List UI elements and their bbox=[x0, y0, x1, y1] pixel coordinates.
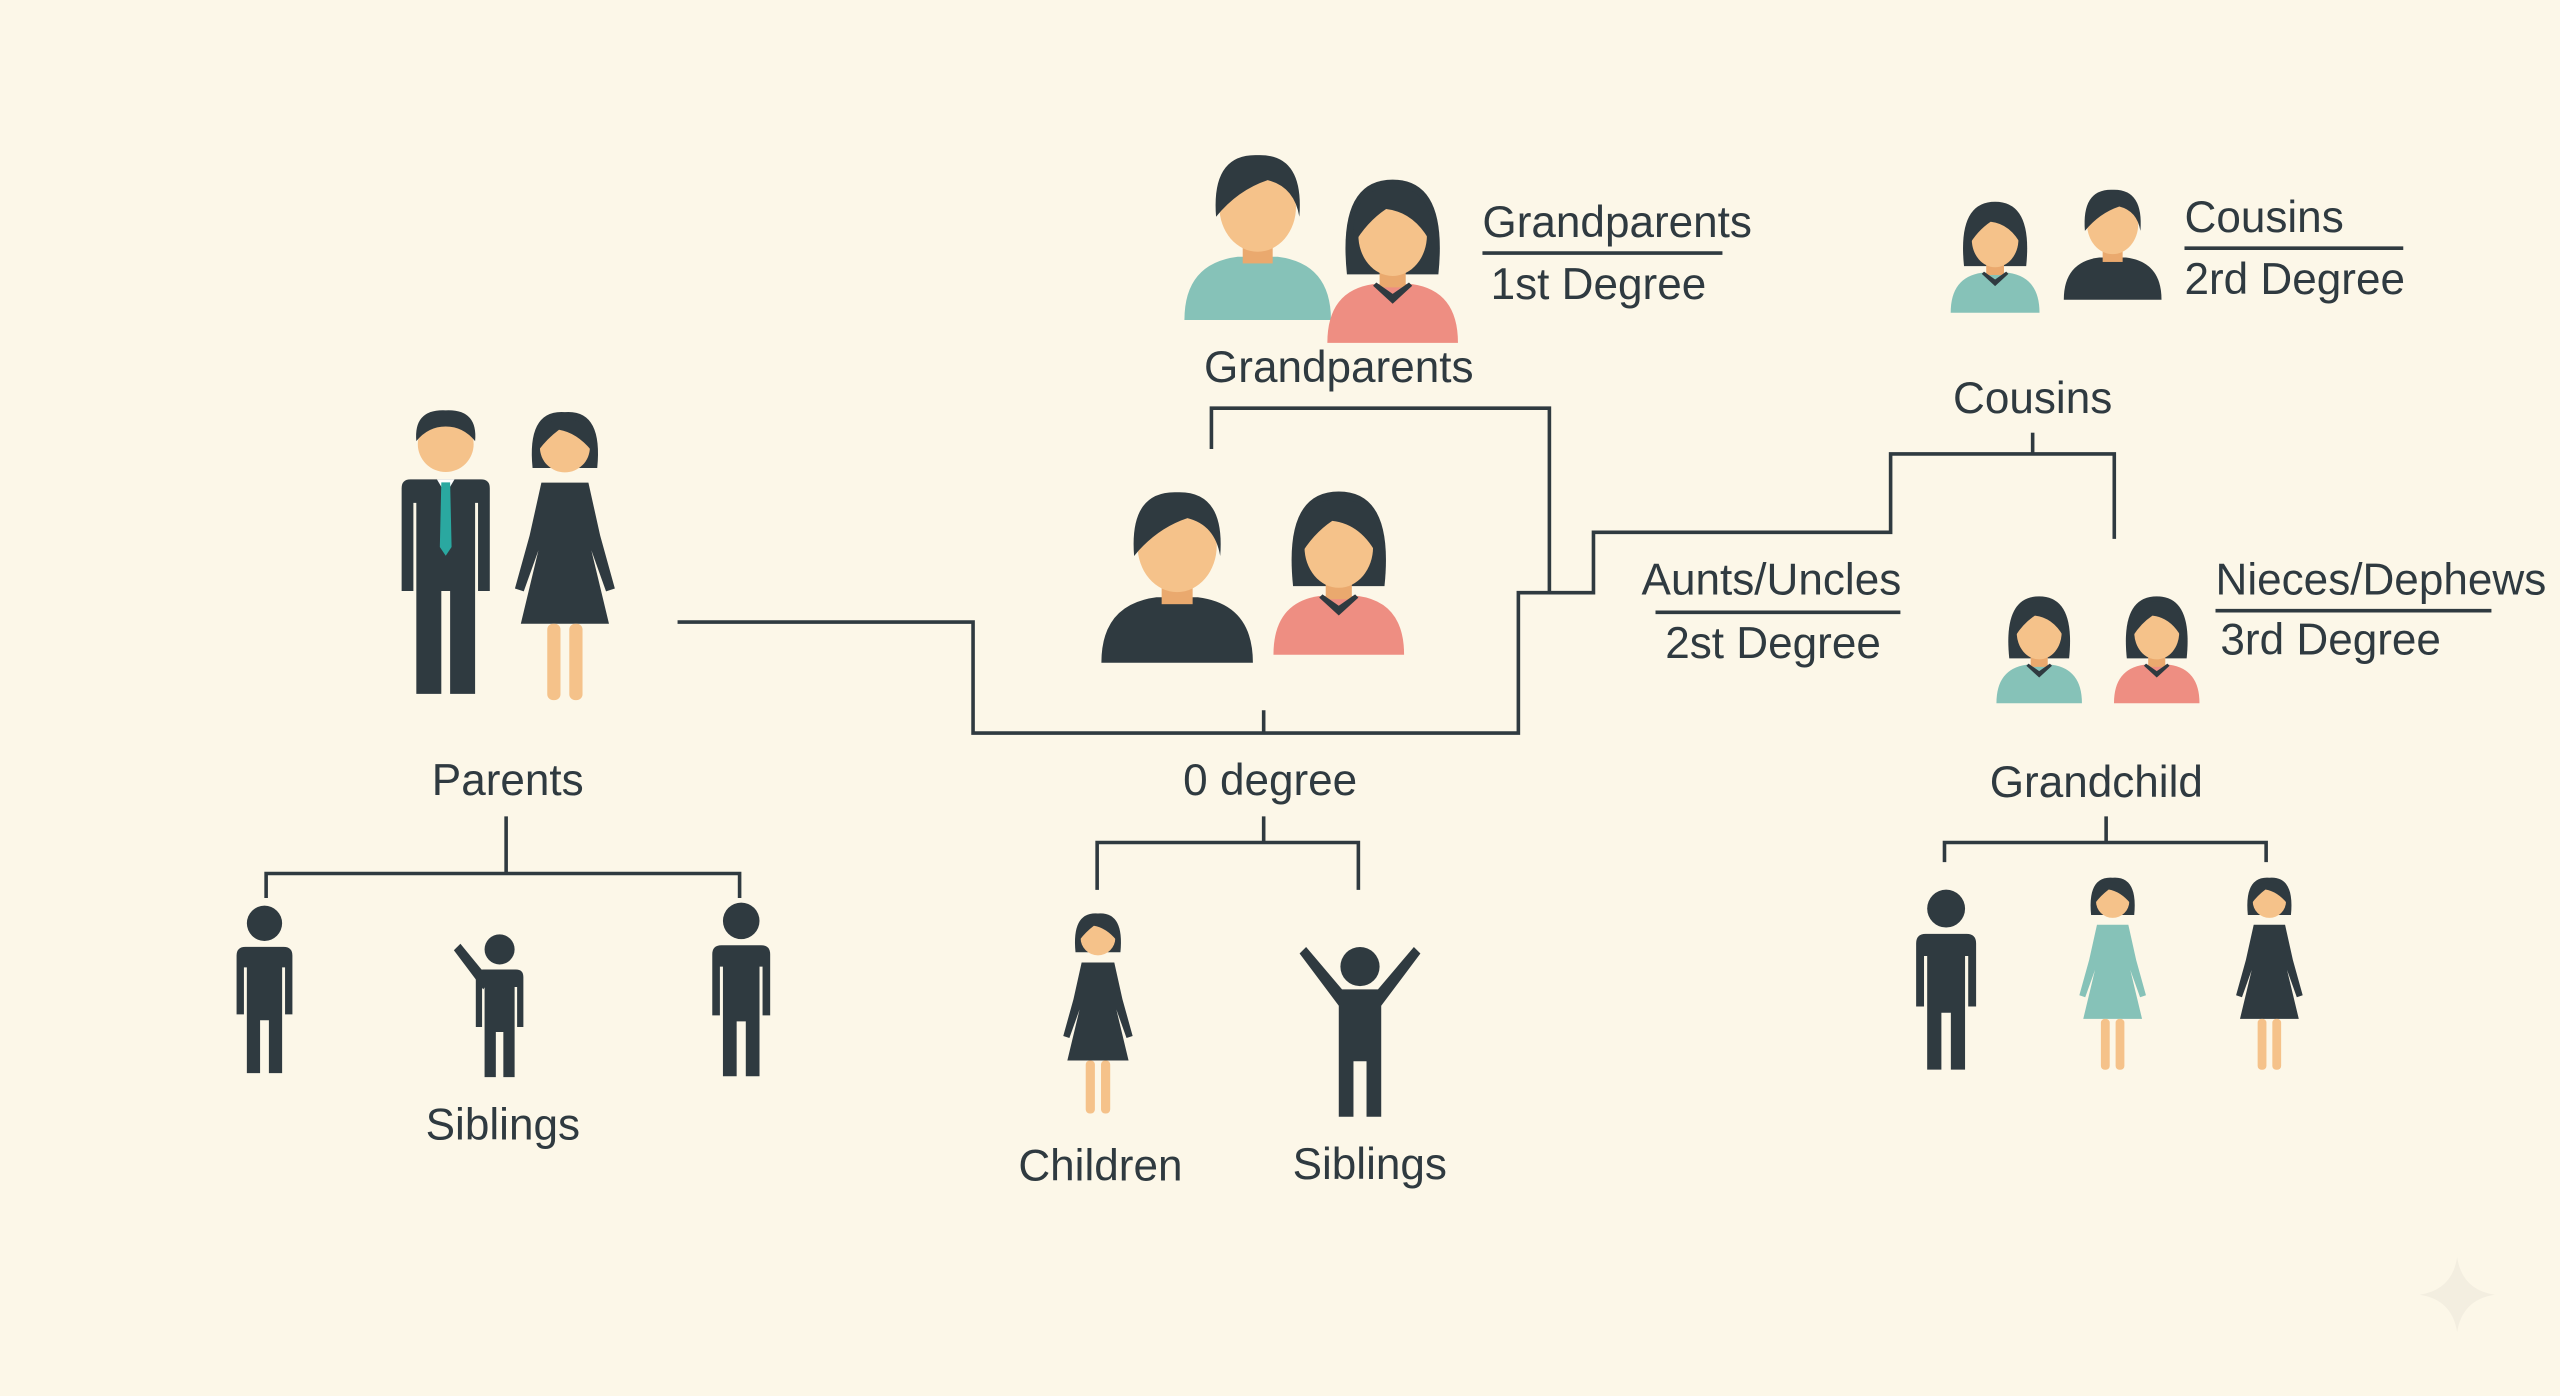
legend-grandparents: Grandparents 1st Degree bbox=[1184, 155, 1752, 343]
legend-cousins: Cousins 2rd Degree bbox=[1950, 189, 2405, 313]
label-siblings-left: Siblings bbox=[426, 1101, 580, 1150]
legend-aunts-uncles: Aunts/Uncles 2st Degree bbox=[1642, 555, 1902, 668]
legend-nieces-degree: 3rd Degree bbox=[2220, 616, 2441, 665]
label-grandparents: Grandparents bbox=[1204, 343, 1474, 392]
legend-grandparents-title: Grandparents bbox=[1482, 198, 1752, 247]
label-zero-degree: 0 degree bbox=[1183, 756, 1357, 805]
sparkle-watermark-icon bbox=[2419, 1257, 2495, 1333]
legend-aunts-uncles-degree: 2st Degree bbox=[1665, 619, 1881, 668]
label-parents: Parents bbox=[432, 756, 584, 805]
legend-grandparents-degree: 1st Degree bbox=[1491, 260, 1707, 309]
sibling-cheering-icon bbox=[1299, 946, 1421, 1117]
label-grandchild: Grandchild bbox=[1990, 758, 2203, 807]
connector-lines bbox=[264, 246, 2492, 898]
label-children: Children bbox=[1018, 1141, 1182, 1190]
legend-nieces-title: Nieces/Dephews bbox=[2216, 555, 2547, 604]
legend-aunts-uncles-title: Aunts/Uncles bbox=[1642, 555, 1902, 604]
waving-arm bbox=[453, 943, 490, 990]
legend-cousins-title: Cousins bbox=[2184, 193, 2343, 242]
legend-nieces-nephews: Nieces/Dephews 3rd Degree bbox=[1996, 555, 2547, 704]
legend-cousins-degree: 2rd Degree bbox=[2184, 255, 2405, 304]
label-siblings-center: Siblings bbox=[1293, 1140, 1447, 1189]
label-cousins: Cousins bbox=[1953, 374, 2112, 423]
